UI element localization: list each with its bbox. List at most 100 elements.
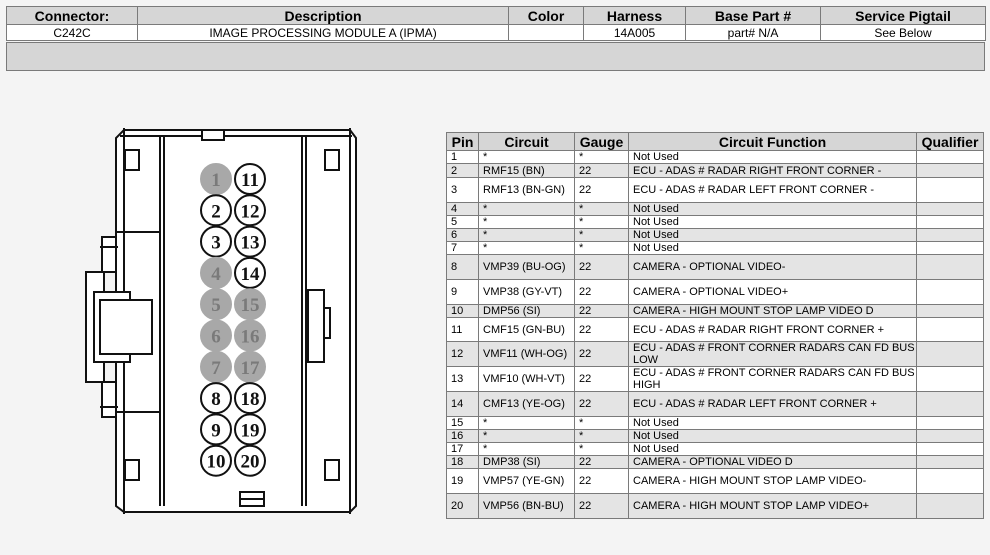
col-description-heading: Description <box>137 6 509 25</box>
pin-circle <box>200 194 232 227</box>
pin-label: 11 <box>241 170 259 191</box>
pin-circle <box>200 350 232 383</box>
pin-number-cell: 2 <box>446 163 479 178</box>
circuit-cell: * <box>478 215 575 229</box>
header-values-row: C242C IMAGE PROCESSING MODULE A (IPMA) 1… <box>6 24 986 41</box>
gauge-cell: 22 <box>574 317 629 342</box>
gauge-cell: * <box>574 416 629 430</box>
pin-1: 1 <box>200 163 232 195</box>
circuit-function-cell: CAMERA - OPTIONAL VIDEO+ <box>628 279 917 305</box>
pin-circle <box>200 163 232 195</box>
pin-number-cell: 13 <box>446 366 479 392</box>
pin-circle <box>234 288 266 321</box>
pin-number-cell: 11 <box>446 317 479 342</box>
circuit-function-cell: ECU - ADAS # RADAR LEFT FRONT CORNER - <box>628 177 917 203</box>
pin-label: 8 <box>211 389 221 410</box>
col-pin-heading: Pin <box>446 132 479 151</box>
table-row: 15**Not Used <box>446 416 984 430</box>
table-row: 1**Not Used <box>446 150 984 164</box>
table-row: 5**Not Used <box>446 215 984 229</box>
pin-number-cell: 4 <box>446 202 479 216</box>
gauge-cell: 22 <box>574 455 629 469</box>
pin-number-cell: 18 <box>446 455 479 469</box>
pin-12: 12 <box>234 194 266 227</box>
pin-label: 19 <box>241 420 260 441</box>
pin-5: 5 <box>200 288 232 321</box>
circuit-function-cell: Not Used <box>628 150 917 164</box>
pin-number-cell: 3 <box>446 177 479 203</box>
circuit-cell: VMF10 (WH-VT) <box>478 366 575 392</box>
circuit-function-cell: Not Used <box>628 241 917 255</box>
pin-number-cell: 16 <box>446 429 479 443</box>
pin-label: 2 <box>211 201 221 222</box>
gauge-cell: 22 <box>574 341 629 367</box>
circuit-cell: VMP57 (YE-GN) <box>478 468 575 494</box>
col-qualifier-heading: Qualifier <box>916 132 984 151</box>
circuit-function-cell: ECU - ADAS # FRONT CORNER RADARS CAN FD … <box>628 341 917 367</box>
pin-circle <box>234 194 266 227</box>
pin-number-cell: 9 <box>446 279 479 305</box>
qualifier-cell <box>916 416 984 430</box>
gauge-cell: * <box>574 429 629 443</box>
circuit-function-cell: ECU - ADAS # RADAR RIGHT FRONT CORNER + <box>628 317 917 342</box>
pin-2: 2 <box>200 194 232 227</box>
gauge-cell: 22 <box>574 254 629 280</box>
pin-number-cell: 1 <box>446 150 479 164</box>
pin-circle <box>200 444 232 477</box>
qualifier-cell <box>916 202 984 216</box>
connector-service-pigtail: See Below <box>820 24 986 41</box>
pin-20: 20 <box>234 444 266 477</box>
qualifier-cell <box>916 304 984 318</box>
qualifier-cell <box>916 163 984 178</box>
table-row: 6**Not Used <box>446 228 984 242</box>
circuit-cell: DMP56 (SI) <box>478 304 575 318</box>
header-notes-band <box>6 42 985 71</box>
circuit-function-cell: CAMERA - HIGH MOUNT STOP LAMP VIDEO- <box>628 468 917 494</box>
gauge-cell: 22 <box>574 163 629 178</box>
pin-number-cell: 20 <box>446 493 479 519</box>
circuit-function-cell: ECU - ADAS # RADAR RIGHT FRONT CORNER - <box>628 163 917 178</box>
circuit-cell: * <box>478 228 575 242</box>
pin-11: 11 <box>234 163 266 195</box>
pin-18: 18 <box>234 382 266 415</box>
pin-19: 19 <box>234 413 266 446</box>
circuit-cell: CMF13 (YE-OG) <box>478 391 575 417</box>
pin-circle <box>200 382 232 415</box>
pin-number-cell: 5 <box>446 215 479 229</box>
pin-circle <box>234 319 266 352</box>
qualifier-cell <box>916 254 984 280</box>
qualifier-cell <box>916 279 984 305</box>
pin-label: 12 <box>241 201 260 222</box>
pin-9: 9 <box>200 413 232 446</box>
pin-circle <box>234 413 266 446</box>
circuit-cell: * <box>478 241 575 255</box>
circuit-cell: RMF15 (BN) <box>478 163 575 178</box>
circuit-function-cell: Not Used <box>628 442 917 456</box>
qualifier-cell <box>916 493 984 519</box>
pin-7: 7 <box>200 350 232 383</box>
gauge-cell: 22 <box>574 493 629 519</box>
connector-harness: 14A005 <box>583 24 686 41</box>
pin-label: 20 <box>241 452 260 473</box>
circuit-function-cell: Not Used <box>628 202 917 216</box>
qualifier-cell <box>916 455 984 469</box>
gauge-cell: * <box>574 202 629 216</box>
qualifier-cell <box>916 177 984 203</box>
circuit-cell: DMP38 (SI) <box>478 455 575 469</box>
pin-circle <box>234 444 266 477</box>
gauge-cell: * <box>574 215 629 229</box>
pin-label: 14 <box>241 264 261 285</box>
circuit-cell: VMP38 (GY-VT) <box>478 279 575 305</box>
qualifier-cell <box>916 442 984 456</box>
pin-label: 7 <box>211 358 221 379</box>
circuit-cell: * <box>478 416 575 430</box>
qualifier-cell <box>916 241 984 255</box>
gauge-cell: 22 <box>574 304 629 318</box>
pin-label: 15 <box>241 295 260 316</box>
